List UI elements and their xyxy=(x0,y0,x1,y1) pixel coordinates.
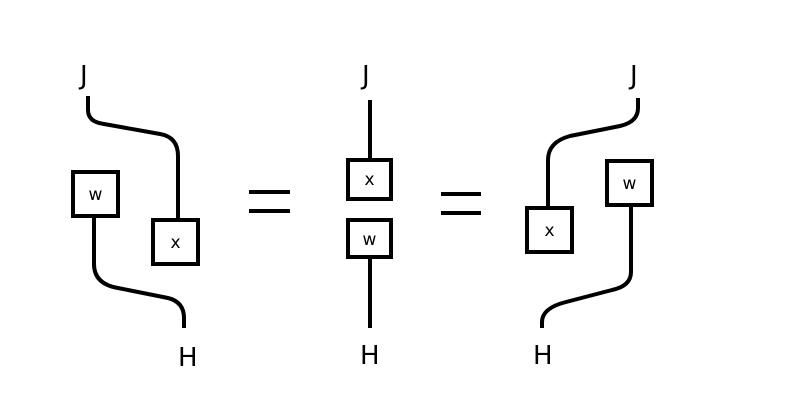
left-box-x xyxy=(151,218,200,266)
middle-box-w-label: w xyxy=(363,230,377,250)
second-equals-bar-bottom xyxy=(441,211,481,215)
middle-box-x-label: x xyxy=(364,170,374,190)
middle-box-w xyxy=(346,218,393,259)
second-equals-sign: = xyxy=(441,192,481,215)
right-wire-w-to-h xyxy=(540,205,633,328)
middle-box-x xyxy=(346,158,393,201)
first-equals-sign: = xyxy=(249,190,290,213)
middle-bottom-label-h: H xyxy=(360,341,380,371)
middle-diagram: J x w H xyxy=(346,61,393,371)
left-wire-j-to-x xyxy=(86,96,180,220)
right-box-w-label: w xyxy=(623,174,637,194)
left-diagram: J w x H xyxy=(71,61,200,373)
right-top-label-j: J xyxy=(628,61,638,91)
right-box-w xyxy=(605,159,654,207)
right-bottom-label-h: H xyxy=(533,341,553,371)
right-box-x-label: x xyxy=(544,221,554,241)
left-box-x-label: x xyxy=(170,233,180,253)
right-box-x xyxy=(525,206,574,254)
first-equals-bar-top xyxy=(249,190,290,194)
second-equals-bar-top xyxy=(441,192,481,196)
left-top-label-j: J xyxy=(78,61,88,91)
right-wire-j-to-x xyxy=(546,98,640,208)
left-wire-w-to-h xyxy=(92,216,186,328)
right-diagram: J x w H xyxy=(525,61,654,371)
first-equals-bar-bottom xyxy=(249,209,290,213)
left-box-w xyxy=(71,170,120,218)
left-box-w-label: w xyxy=(89,185,103,205)
left-bottom-label-h: H xyxy=(178,343,198,373)
middle-top-label-j: J xyxy=(360,61,370,91)
